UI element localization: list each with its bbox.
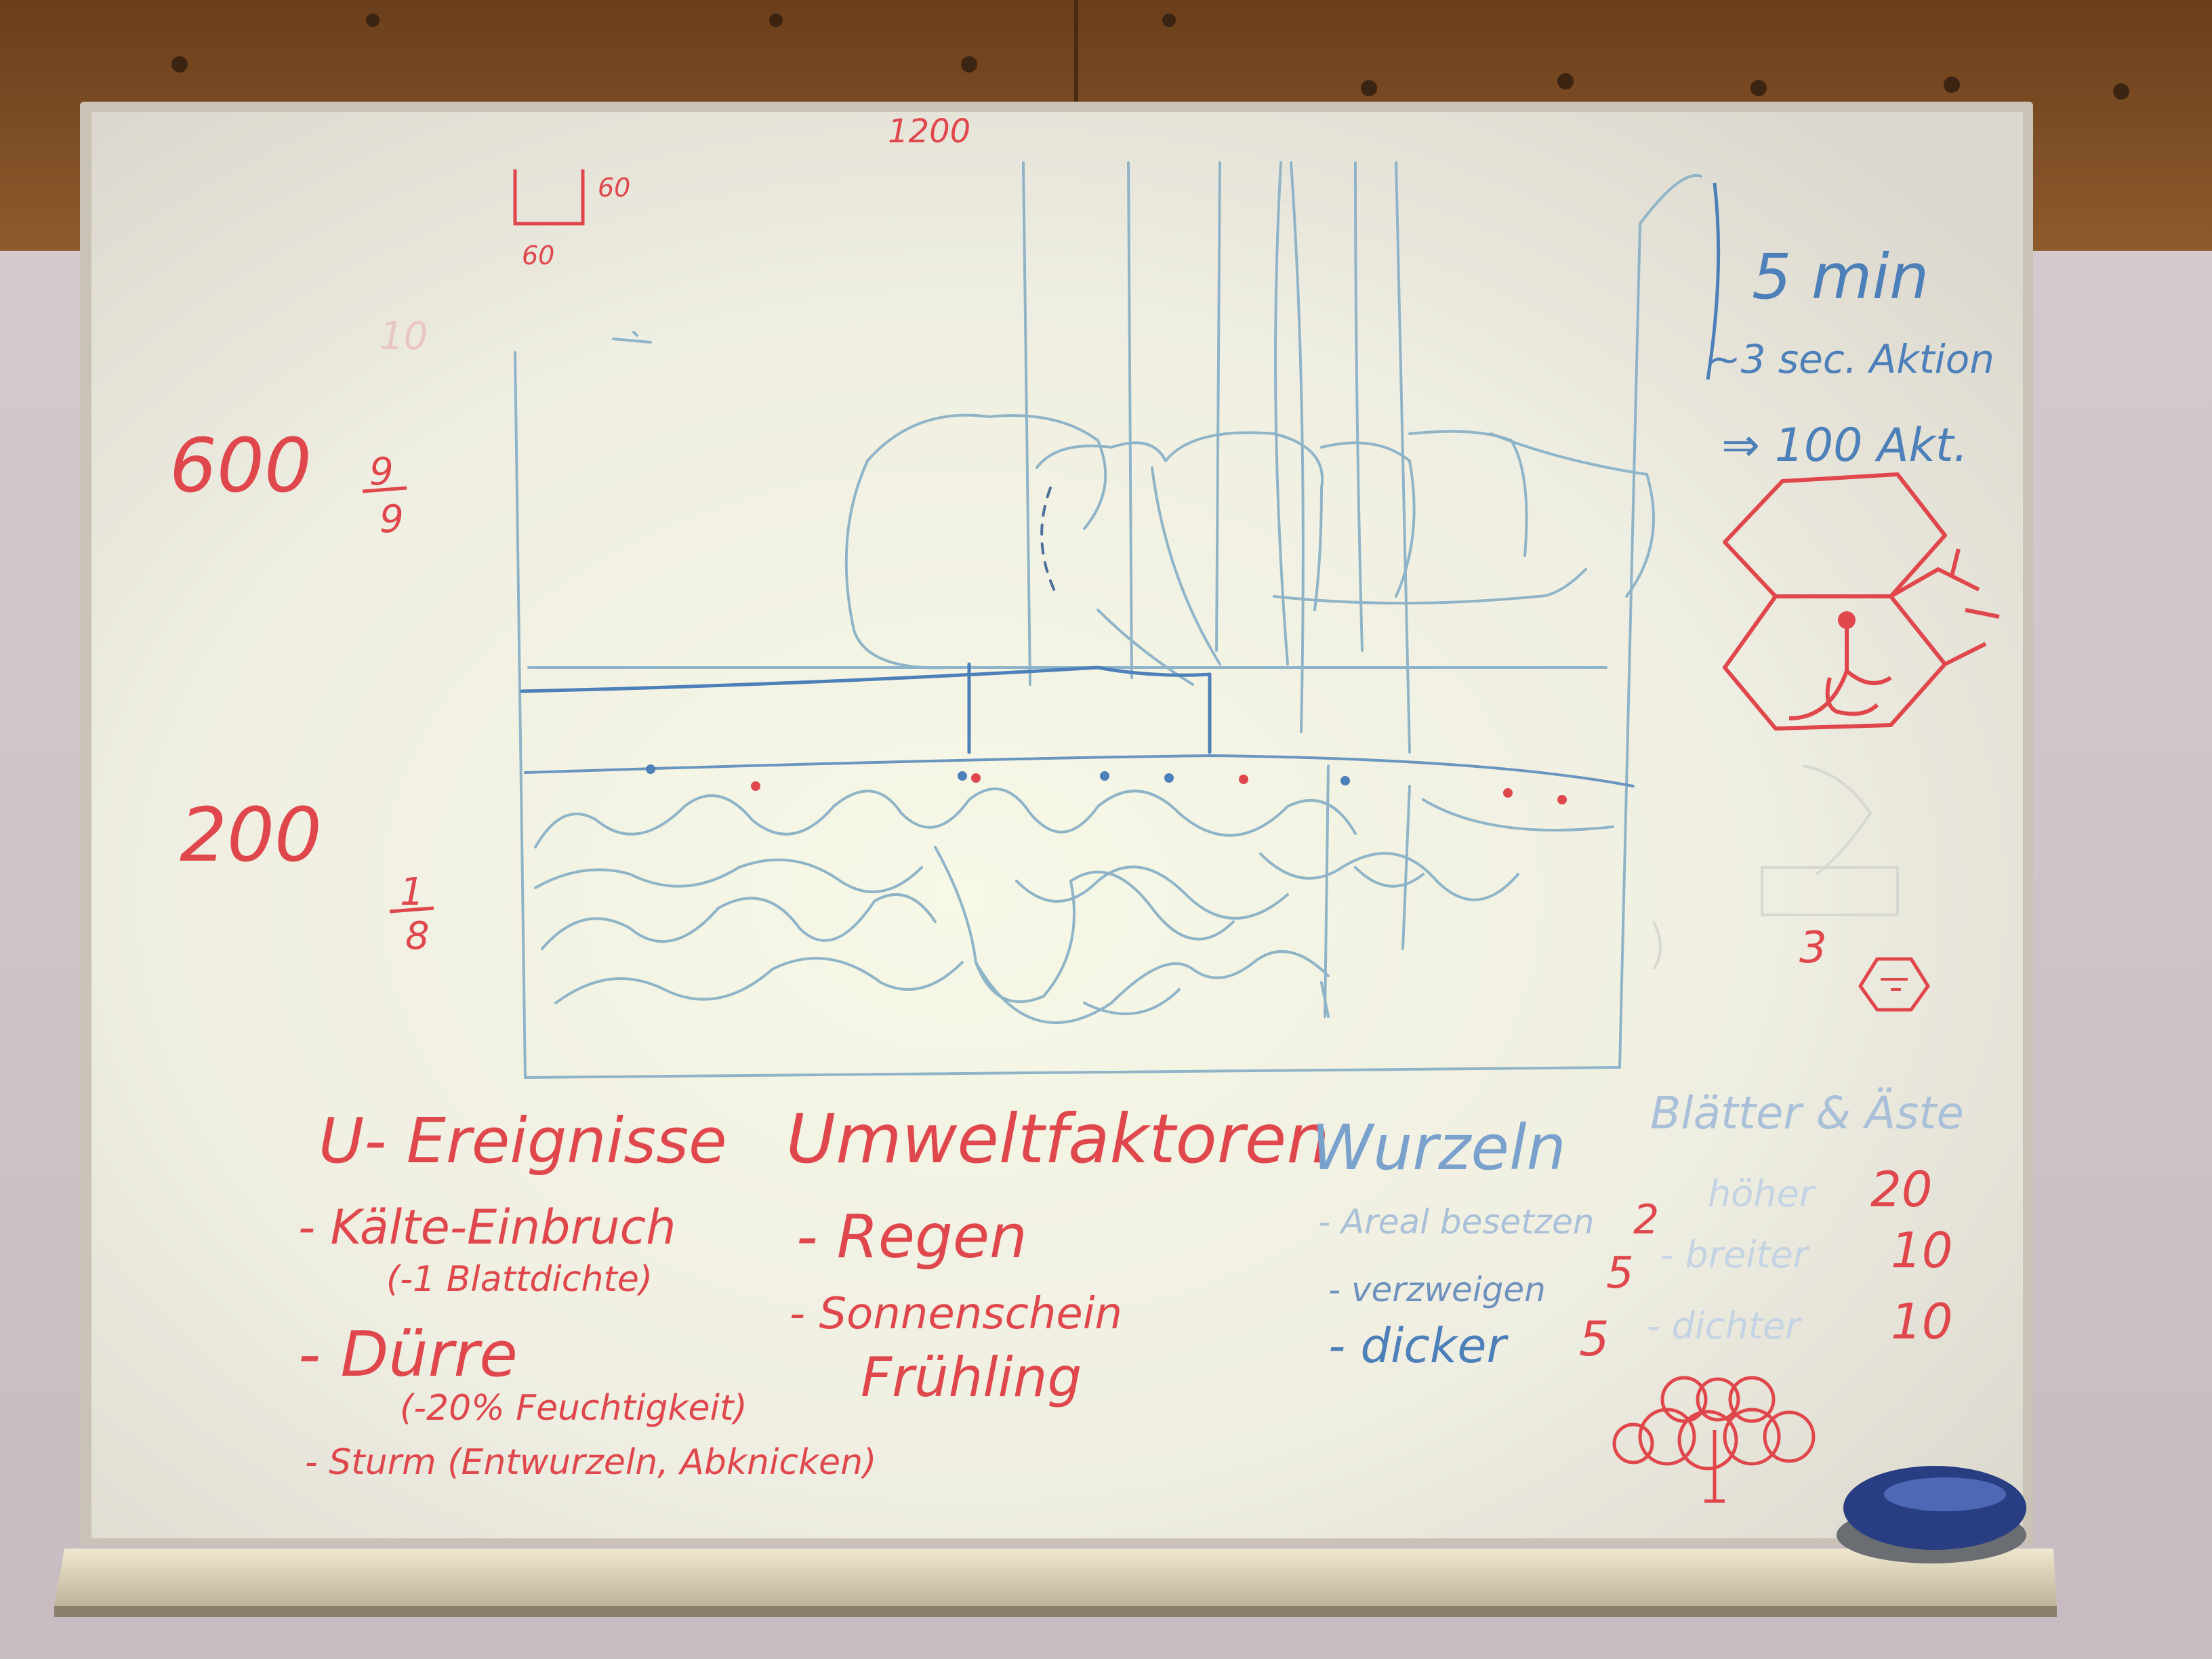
umwelt-regen: - Regen <box>796 1202 1027 1271</box>
wurzeln-list: Wurzeln - Areal besetzen 2 - verzweigen … <box>1311 1111 1659 1374</box>
ratio-200-bar <box>389 906 434 914</box>
ratio-600-num: 9 <box>369 450 394 494</box>
blaetter-item3: - dichter <box>1647 1305 1802 1347</box>
blaetter-item2: - breiter <box>1660 1233 1810 1276</box>
board-eraser <box>1837 1466 2026 1563</box>
hex-diagram <box>1723 472 2000 1012</box>
ratio-200-num: 1 <box>400 870 424 914</box>
timing-duration: 5 min <box>1752 241 1929 313</box>
wurzeln-item3-value: 5 <box>1579 1311 1610 1367</box>
ereignisse-sturm: - Sturm (Entwurzeln, Abknicken) <box>305 1442 876 1483</box>
blaetter-list: Blätter & Äste höher 20 - breiter 10 - d… <box>1647 1087 1964 1350</box>
small-hex <box>1858 957 1930 1012</box>
corner-bracket <box>513 169 585 226</box>
scale-faint: 10 <box>380 314 428 359</box>
corner-height: 60 <box>598 173 630 203</box>
wurzeln-item1: - Areal besetzen <box>1318 1202 1595 1242</box>
ereignisse-kaelte: - Kälte-Einbruch <box>298 1200 676 1255</box>
timing-actions: ⇒ 100 Akt. <box>1721 419 1968 472</box>
blaetter-item2-value: 10 <box>1891 1222 1953 1279</box>
blaetter-title: Blätter & Äste <box>1650 1087 1964 1139</box>
erased-grid <box>1652 764 1899 970</box>
tray-edge <box>54 1606 2057 1617</box>
hex-count: 3 <box>1799 923 1827 973</box>
wurzeln-item2-value: 5 <box>1606 1248 1634 1298</box>
scale-top: 1200 <box>888 112 970 150</box>
ereignisse-duerre: - Dürre <box>298 1318 518 1391</box>
ereignisse-list: U- Ereignisse - Kälte-Einbruch (-1 Blatt… <box>298 1105 876 1483</box>
blaetter-item1-value: 20 <box>1870 1161 1933 1218</box>
umwelt-title: Umweltfaktoren <box>786 1099 1330 1179</box>
timing-per-action: ~3 sec. Aktion <box>1708 336 1994 382</box>
umwelt-sonne: - Sonnenschein <box>790 1289 1122 1339</box>
wurzeln-item3: - dicker <box>1328 1318 1509 1374</box>
umwelt-fruehling: Frühling <box>861 1346 1082 1409</box>
ereignisse-title: U- Ereignisse <box>319 1105 727 1177</box>
scale-600: 600 <box>169 422 312 509</box>
whiteboard-surface <box>91 112 2023 1538</box>
blaetter-item1: höher <box>1708 1172 1816 1215</box>
tree-doodle <box>1612 1376 1816 1503</box>
marker-tray <box>54 1549 2057 1606</box>
ratio-600-den: 9 <box>380 497 404 541</box>
ratio-200-den: 8 <box>405 914 430 958</box>
ereignisse-duerre-detail: (-20% Feuchtigkeit) <box>400 1388 747 1429</box>
tree-sketch <box>514 161 1702 1079</box>
wurzeln-title: Wurzeln <box>1311 1111 1566 1184</box>
wurzeln-item2: - verzweigen <box>1328 1270 1546 1309</box>
blaetter-item3-value: 10 <box>1891 1293 1953 1350</box>
cabinet-hooks <box>171 14 2129 100</box>
ereignisse-kaelte-detail: (-1 Blattdichte) <box>386 1259 653 1300</box>
timing-notes: 5 min ~3 sec. Aktion ⇒ 100 Akt. <box>1706 182 1994 472</box>
cabinet-gap <box>1074 0 1078 115</box>
corner-width: 60 <box>522 241 554 270</box>
ratio-600-bar <box>362 486 407 493</box>
scale-annotations: 1200 60 60 10 600 9 9 200 1 8 <box>169 112 970 958</box>
wurzeln-item1-value: 2 <box>1633 1196 1659 1244</box>
scale-200: 200 <box>180 792 322 878</box>
umwelt-list: Umweltfaktoren - Regen - Sonnenschein Fr… <box>786 1099 1330 1409</box>
ground-markers <box>646 764 1567 804</box>
timing-divider <box>1706 182 1721 380</box>
